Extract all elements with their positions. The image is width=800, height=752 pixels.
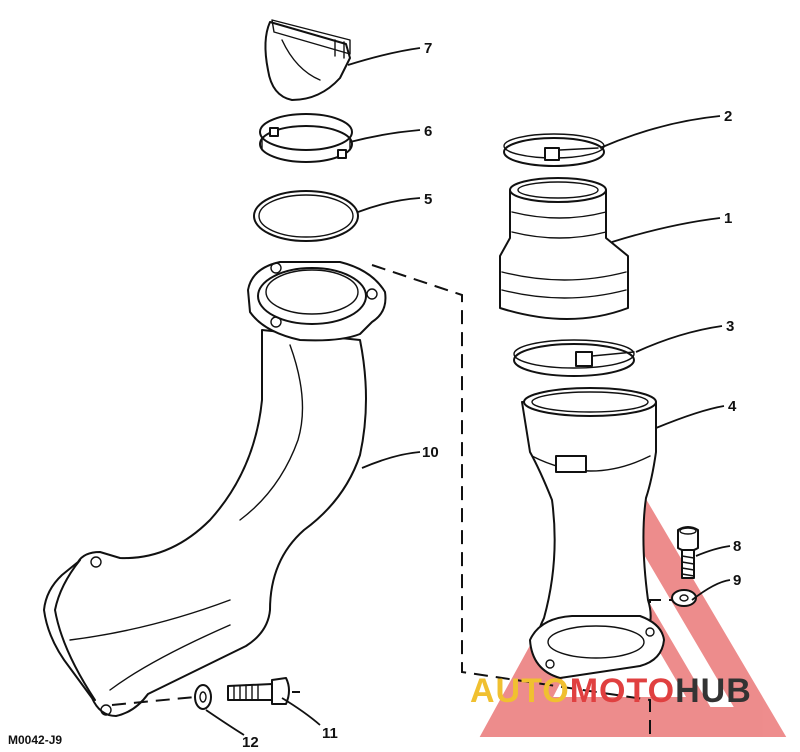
callout-1: 1 — [724, 210, 732, 227]
part-4-outlet-elbow — [521, 387, 665, 679]
callout-9: 9 — [733, 572, 741, 589]
callout-8: 8 — [733, 538, 741, 555]
part-2-hose-clamp — [503, 133, 605, 167]
part-12-washer — [194, 684, 212, 710]
callout-10: 10 — [422, 444, 439, 461]
callout-5: 5 — [424, 191, 432, 208]
watermark-text: AUTOMOTOHUB — [470, 672, 752, 710]
watermark-text-auto: AUTO — [470, 672, 570, 710]
part-9-washer — [671, 589, 697, 607]
part-5-o-ring — [253, 190, 359, 242]
callout-12: 12 — [242, 734, 259, 751]
part-11-bolt — [227, 677, 290, 705]
callout-6: 6 — [424, 123, 432, 140]
alignment-dashed-line — [111, 264, 672, 735]
part-7-end-cap — [264, 19, 351, 101]
watermark-text-hub: HUB — [675, 672, 752, 710]
part-10-exhaust-elbow — [43, 261, 387, 717]
callout-3: 3 — [726, 318, 734, 335]
watermark-text-moto: MOTO — [570, 672, 675, 710]
part-1-rubber-hose — [499, 177, 629, 320]
leader-lines — [205, 47, 731, 736]
callout-2: 2 — [724, 108, 732, 125]
part-8-cap-screw — [677, 526, 699, 579]
callout-11: 11 — [322, 725, 338, 742]
part-3-hose-clamp — [513, 339, 635, 377]
callout-7: 7 — [424, 40, 432, 57]
part-6-split-ring — [259, 113, 353, 163]
callout-4: 4 — [728, 398, 737, 415]
figure-reference-code: M0042-J9 — [8, 733, 62, 747]
